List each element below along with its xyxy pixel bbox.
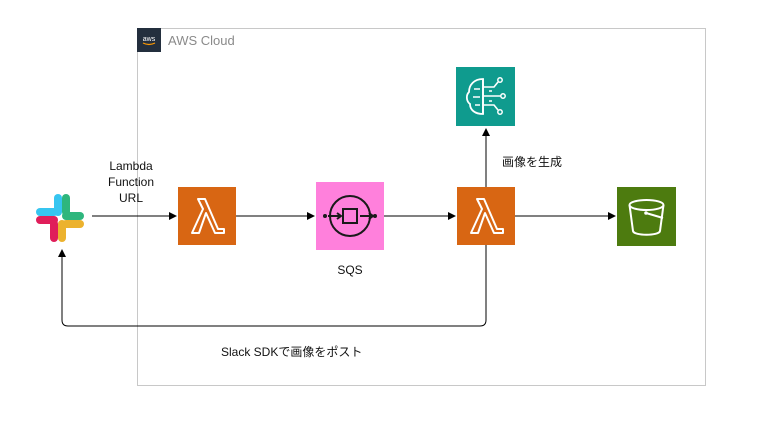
sqs-label: SQS bbox=[337, 263, 363, 277]
aws-s3-bucket-icon bbox=[617, 187, 676, 246]
aws-cloud-label: AWS Cloud bbox=[168, 33, 235, 48]
aws-sqs-icon bbox=[316, 182, 384, 250]
aws-lambda-icon bbox=[178, 187, 236, 245]
aws-lambda-icon bbox=[457, 187, 515, 245]
slack-logo-icon bbox=[34, 192, 86, 244]
edge-label-generate-image: 画像を生成 bbox=[502, 155, 563, 169]
edge-lambda-to-slack bbox=[58, 245, 487, 327]
edge-label-post-image: Slack SDKで画像をポスト bbox=[221, 345, 363, 359]
aws-bedrock-icon bbox=[456, 67, 515, 126]
aws-cloud-group bbox=[137, 28, 706, 386]
aws-cloud-badge-icon: aws bbox=[137, 28, 161, 52]
edge-label-lambda-function-url: Lambda Function URL bbox=[107, 159, 155, 205]
aws-badge-text: aws bbox=[143, 36, 156, 43]
